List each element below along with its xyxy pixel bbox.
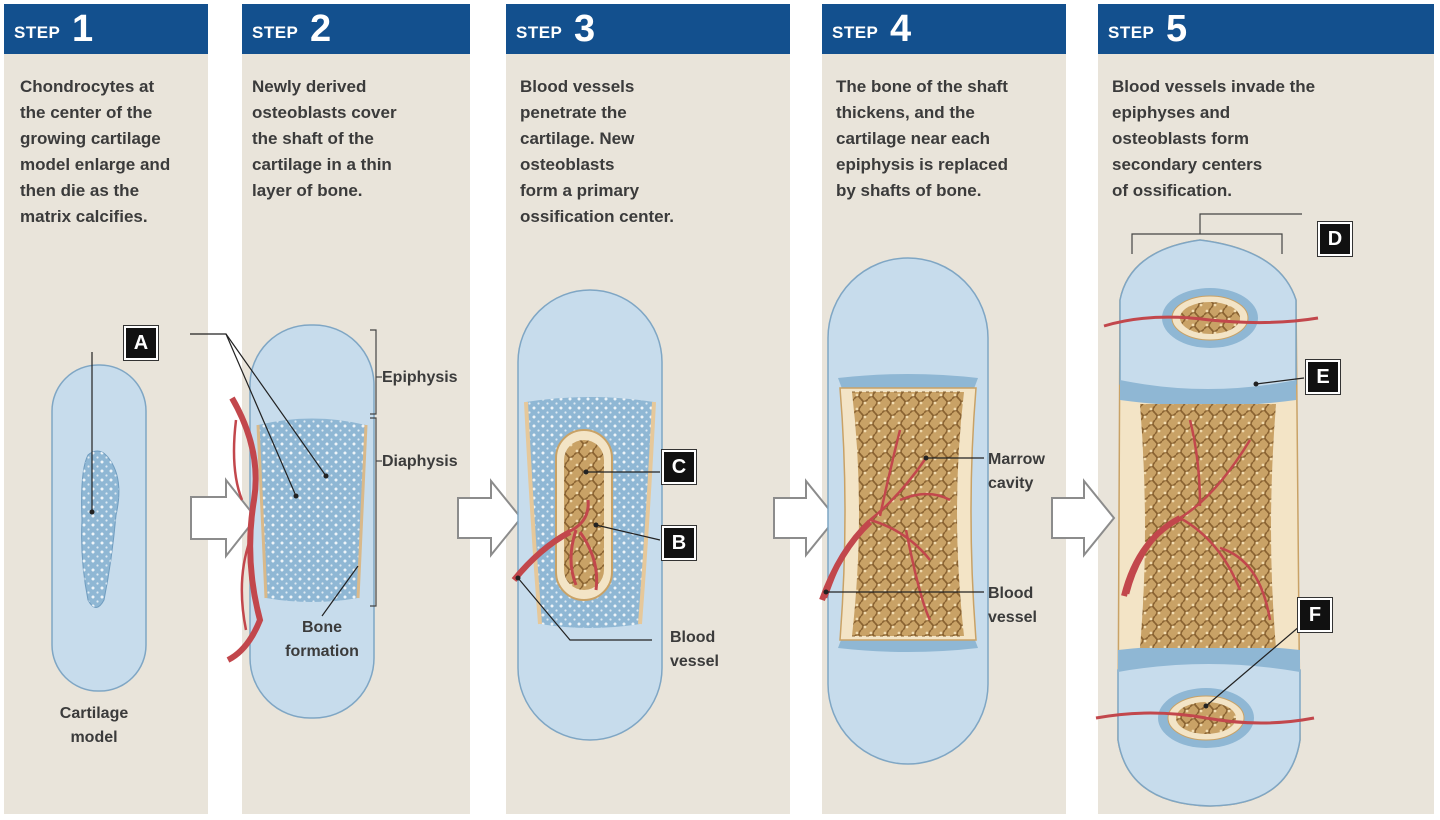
step-5-description: Blood vessels invade the epiphyses and o… — [1112, 77, 1316, 200]
step-5-bone — [1095, 213, 1319, 807]
step-3-bone — [511, 289, 663, 741]
step-4-description: The bone of the shaft thickens, and the … — [836, 77, 1008, 200]
step-3-word: STEP — [516, 23, 563, 42]
step-1-bone — [51, 352, 147, 692]
cartilage-model-label: Cartilage model — [59, 705, 129, 746]
blood-vessel-label-step-3: Blood vessel — [670, 629, 719, 670]
step-4-word: STEP — [832, 23, 879, 42]
marker-b: B — [662, 526, 696, 560]
blood-vessel-label-step-4: Blood vessel — [988, 585, 1037, 626]
step-4-header: STEP 4 — [822, 4, 1066, 54]
arrow-3-icon — [773, 478, 838, 558]
step-3-description: Blood vessels penetrate the cartilage. N… — [520, 77, 674, 226]
marker-a: A — [124, 326, 158, 360]
step-2-description: Newly derived osteoblasts cover the shaf… — [252, 77, 397, 200]
epiphysis-label: Epiphysis — [382, 369, 458, 386]
step-1-word: STEP — [14, 23, 61, 42]
arrow-4-icon — [1051, 478, 1116, 558]
step-2-word: STEP — [252, 23, 299, 42]
step-2-bone — [190, 324, 382, 719]
step-2-number: 2 — [310, 8, 332, 50]
step-5-header: STEP 5 — [1098, 4, 1434, 54]
arrow-2-icon — [457, 478, 523, 558]
step-5-number: 5 — [1166, 8, 1188, 50]
marker-f: F — [1298, 598, 1332, 632]
step-4-number: 4 — [890, 8, 912, 50]
step-4-bone — [819, 257, 989, 765]
step-1-number: 1 — [72, 8, 94, 50]
step-1-header: STEP 1 — [4, 4, 208, 54]
marker-d: D — [1318, 222, 1352, 256]
step-2-header: STEP 2 — [242, 4, 470, 54]
diaphysis-label: Diaphysis — [382, 453, 458, 470]
step-3-number: 3 — [574, 8, 596, 50]
step-5-word: STEP — [1108, 23, 1155, 42]
marker-e: E — [1306, 360, 1340, 394]
arrow-1-icon — [190, 477, 258, 559]
step-1-description: Chondrocytes at the center of the growin… — [20, 77, 171, 226]
step-3-header: STEP 3 — [506, 4, 790, 54]
marrow-cavity-label: Marrow cavity — [988, 451, 1045, 492]
marker-c: C — [662, 450, 696, 484]
bone-formation-label: Bone formation — [285, 619, 359, 660]
